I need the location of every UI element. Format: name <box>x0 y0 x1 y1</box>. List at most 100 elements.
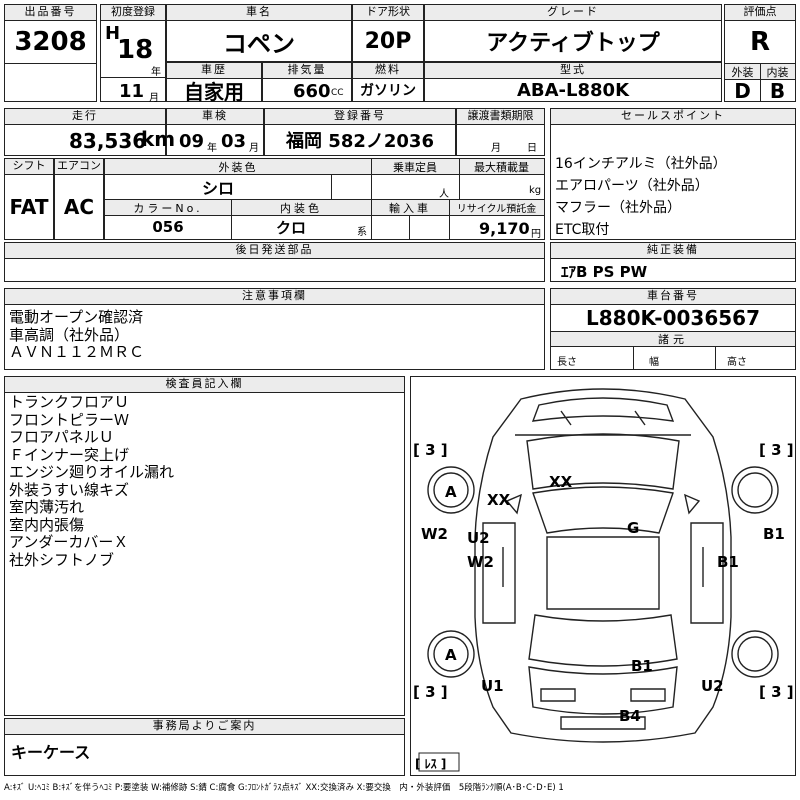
legend: A:ｷｽﾞ U:ﾍｺﾐ B:ｷｽﾞを伴うﾍｺﾐ P:要塗装 W:補修跡 S:錆 … <box>4 783 564 793</box>
tire-mark-fl: [ 3 ] <box>413 441 448 459</box>
shift-box: シフト FAT <box>4 158 54 240</box>
first-reg-year-unit: 年 <box>151 67 161 78</box>
mileage-label: 走行 <box>5 109 165 125</box>
capacity-label: 乗車定員 <box>371 159 459 174</box>
door-box: ドア形状 20P <box>352 4 424 62</box>
transfer-doc-label: 譲渡書類期限 <box>457 109 544 125</box>
sales-point-item: マフラー（社外品） <box>555 200 681 216</box>
capacity-unit: 人 <box>439 189 449 200</box>
tire-mark-rl: [ 3 ] <box>413 683 448 701</box>
aircon-label: エアコン <box>55 159 103 175</box>
spec-height: 高さ <box>727 357 747 368</box>
import-label: 輸入車 <box>371 200 449 215</box>
inspector-line: エンジン廻りオイル漏れ <box>9 463 175 481</box>
max-load-unit: kg <box>529 185 542 196</box>
first-reg-year: 18 <box>117 35 154 65</box>
displacement-label: 排気量 <box>263 63 351 79</box>
score-label: 評価点 <box>725 5 795 21</box>
inspection-label: 車検 <box>167 109 263 125</box>
first-reg-month-unit: 月 <box>149 93 159 104</box>
caution-line: 電動オープン確認済 <box>9 308 144 326</box>
genuine-box: 純正装備 ｴｱB PS PW <box>550 242 796 282</box>
inspector-box: 検査員記入欄 トランクフロアＵ フロントピラーＷ フロアパネルＵ Ｆインナー突上… <box>4 376 405 716</box>
first-reg-month: 11 <box>119 81 145 102</box>
model-value: ABA-L880K <box>516 79 630 101</box>
transfer-doc-box: 譲渡書類期限 月 日 <box>456 108 545 156</box>
lot-box: 出品番号 3208 <box>4 4 97 102</box>
sales-point-item: エアロパーツ（社外品） <box>555 178 709 194</box>
inspector-line: フロントピラーＷ <box>9 410 130 429</box>
door-value: 20P <box>364 28 412 54</box>
inspector-line: 社外シフトノブ <box>9 550 115 569</box>
int-score: B <box>769 79 786 103</box>
history-box: 車歴 自家用 <box>166 62 262 104</box>
inspection-year-unit: 年 <box>207 143 217 154</box>
later-parts-box: 後日発送部品 <box>4 242 545 282</box>
recycle-value: 9,170 <box>479 219 530 238</box>
exterior-color-value: シロ <box>201 179 234 198</box>
model-box: 型式 ABA-L880K <box>424 62 722 102</box>
damage-mark: W2 <box>421 525 448 543</box>
sales-points-box: セールスポイント 16インチアルミ（社外品） エアロパーツ（社外品） マフラー（… <box>550 108 796 240</box>
color-box: 外装色 乗車定員 最大積載量 シロ 人 kg カラーNo. 内装色 輸入車 リサ… <box>104 158 545 240</box>
lot-label: 出品番号 <box>5 5 96 21</box>
grade-box: グレード アクティブトップ <box>424 4 722 62</box>
recycle-unit: 円 <box>531 229 541 240</box>
damage-mark: U1 <box>481 677 504 695</box>
displacement-box: 排気量 660 CC <box>262 62 352 102</box>
color-no-value: 056 <box>152 218 184 236</box>
damage-mark: B1 <box>717 553 739 571</box>
transfer-doc-month: 月 <box>491 143 501 154</box>
shift-label: シフト <box>5 159 53 175</box>
history-value: 自家用 <box>184 79 244 104</box>
interior-color-suffix: 系 <box>357 227 367 238</box>
grade-label: グレード <box>425 5 721 21</box>
damage-mark: U2 <box>467 529 490 547</box>
car-name: コペン <box>223 29 295 58</box>
damage-mark: XX <box>487 491 511 509</box>
damage-mark: A <box>445 483 457 501</box>
interior-color-label: 内装色 <box>231 200 371 215</box>
inspector-line: アンダーカバーＸ <box>9 533 129 551</box>
aircon-box: エアコン AC <box>54 158 104 240</box>
caution-lines: 電動オープン確認済 車高調（社外品） ＡＶＮ１１２ＭＲＣ <box>9 308 144 362</box>
office-box: 事務局よりご案内 キーケース <box>4 718 405 776</box>
exterior-color-label: 外装色 <box>105 159 371 174</box>
damage-mark: B1 <box>763 525 785 543</box>
door-label: ドア形状 <box>353 5 423 21</box>
inspector-line: 外装うすい線キズ <box>9 480 130 499</box>
sales-points-list: 16インチアルミ（社外品） エアロパーツ（社外品） マフラー（社外品） ETC取… <box>555 153 727 241</box>
genuine-label: 純正装備 <box>551 243 795 259</box>
tire-mark-rr: [ 3 ] <box>759 683 794 701</box>
plate-value: 福岡 582ノ2036 <box>286 131 434 152</box>
inspection-month-unit: 月 <box>249 143 259 154</box>
score-box: 評価点 R 外装 内装 D B <box>724 4 796 103</box>
car-name-box: 車名 コペン <box>166 4 352 62</box>
inspector-line: トランクフロアＵ <box>9 393 130 411</box>
caution-label: 注意事項欄 <box>5 289 544 305</box>
mileage-value: 83,536 <box>69 129 147 153</box>
spec-length: 長さ <box>557 357 577 368</box>
specs-label: 諸元 <box>551 332 795 346</box>
chassis-value: L880K-0036567 <box>586 306 760 330</box>
plate-box: 登録番号 福岡 582ノ2036 <box>264 108 456 156</box>
first-reg-box: 初度登録 H 18 年 11 月 <box>100 4 166 104</box>
damage-mark: B1 <box>631 657 653 675</box>
interior-color-value: クロ <box>275 218 306 237</box>
max-load-label: 最大積載量 <box>459 159 544 174</box>
chassis-box: 車台番号 L880K-0036567 諸元 長さ 幅 高さ <box>550 288 796 370</box>
transfer-doc-day: 日 <box>527 143 537 154</box>
later-parts-label: 後日発送部品 <box>5 243 544 259</box>
sales-points-label: セールスポイント <box>551 109 795 125</box>
fuel-value: ガソリン <box>360 83 416 99</box>
damage-mark: G <box>627 519 640 537</box>
chassis-label: 車台番号 <box>551 289 795 305</box>
plate-label: 登録番号 <box>265 109 455 125</box>
inspection-month: 03 <box>221 131 247 152</box>
mileage-box: 走行 83,536 km <box>4 108 175 156</box>
office-label: 事務局よりご案内 <box>5 719 404 735</box>
genuine-value: ｴｱB PS PW <box>561 263 648 281</box>
tire-mark-fr: [ 3 ] <box>759 441 794 459</box>
grade-value: アクティブトップ <box>486 31 660 56</box>
color-no-label: カラーNo. <box>105 200 231 215</box>
